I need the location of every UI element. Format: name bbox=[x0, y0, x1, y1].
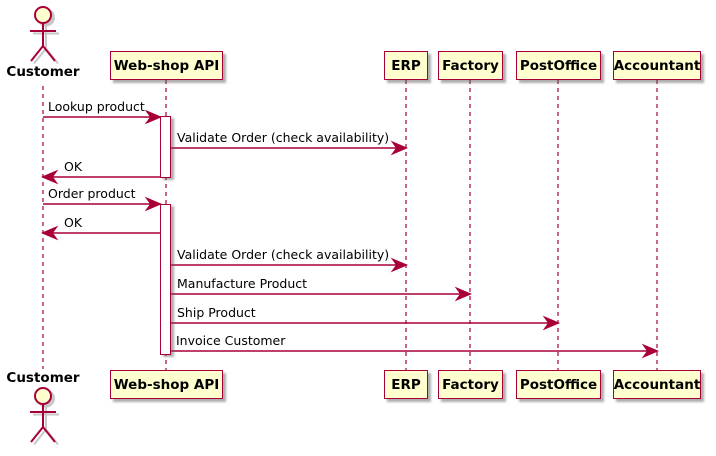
message-ok-1-label: OK bbox=[64, 159, 83, 174]
participant-erp-bottom-label: ERP bbox=[391, 376, 421, 393]
message-arrow-ok-1 bbox=[40, 169, 160, 185]
participant-erp-top: ERP bbox=[384, 51, 428, 80]
message-arrows bbox=[40, 109, 660, 359]
message-lookup-product-label: Lookup product bbox=[48, 99, 145, 114]
lifelines bbox=[42, 80, 658, 370]
participant-accountant-top: Accountant bbox=[613, 51, 701, 80]
participant-accountant-top-label: Accountant bbox=[613, 57, 701, 74]
message-arrow-order-product bbox=[43, 196, 163, 212]
message-arrow-validate-order-1 bbox=[171, 140, 409, 156]
message-arrow-validate-order-2 bbox=[171, 257, 409, 273]
participant-webshop-api-top: Web-shop API bbox=[110, 51, 223, 80]
activation-bar-webshop-2 bbox=[160, 204, 171, 355]
participant-postoffice-bottom: PostOffice bbox=[516, 370, 601, 399]
message-order-product-label: Order product bbox=[48, 186, 136, 201]
message-manufacture-product-label: Manufacture Product bbox=[177, 276, 308, 291]
message-validate-order-2-label: Validate Order (check availability) bbox=[177, 247, 390, 262]
participant-factory-top-label: Factory bbox=[442, 57, 499, 74]
actor-customer-bottom-icon bbox=[30, 387, 56, 443]
actor-customer-top-label: Customer bbox=[6, 64, 80, 80]
message-arrow-lookup-product bbox=[43, 109, 163, 125]
message-invoice-customer-label: Invoice Customer bbox=[176, 333, 286, 348]
actor-customer-bottom-label: Customer bbox=[6, 370, 80, 386]
message-arrow-ship-product bbox=[171, 315, 561, 331]
message-arrow-invoice-customer bbox=[171, 343, 660, 359]
participant-factory-bottom: Factory bbox=[438, 370, 503, 399]
message-arrow-ok-2 bbox=[40, 225, 160, 241]
message-ok-2-label: OK bbox=[64, 215, 83, 230]
participant-postoffice-bottom-label: PostOffice bbox=[519, 376, 598, 393]
participant-webshop-api-bottom-label: Web-shop API bbox=[113, 376, 220, 393]
participant-factory-top: Factory bbox=[438, 51, 503, 80]
message-validate-order-1-label: Validate Order (check availability) bbox=[177, 130, 390, 145]
participant-accountant-bottom-label: Accountant bbox=[613, 376, 701, 393]
activation-bar-webshop-1 bbox=[160, 116, 171, 178]
participant-erp-top-label: ERP bbox=[391, 57, 421, 74]
participant-postoffice-top-label: PostOffice bbox=[519, 57, 598, 74]
participant-webshop-api-top-label: Web-shop API bbox=[113, 57, 220, 74]
participant-postoffice-top: PostOffice bbox=[516, 51, 601, 80]
participant-webshop-api-bottom: Web-shop API bbox=[110, 370, 223, 399]
participant-factory-bottom-label: Factory bbox=[442, 376, 499, 393]
participant-accountant-bottom: Accountant bbox=[613, 370, 701, 399]
message-arrow-manufacture-product bbox=[171, 286, 473, 302]
participant-erp-bottom: ERP bbox=[384, 370, 428, 399]
message-ship-product-label: Ship Product bbox=[177, 305, 256, 320]
actor-customer-top-icon bbox=[30, 6, 56, 62]
